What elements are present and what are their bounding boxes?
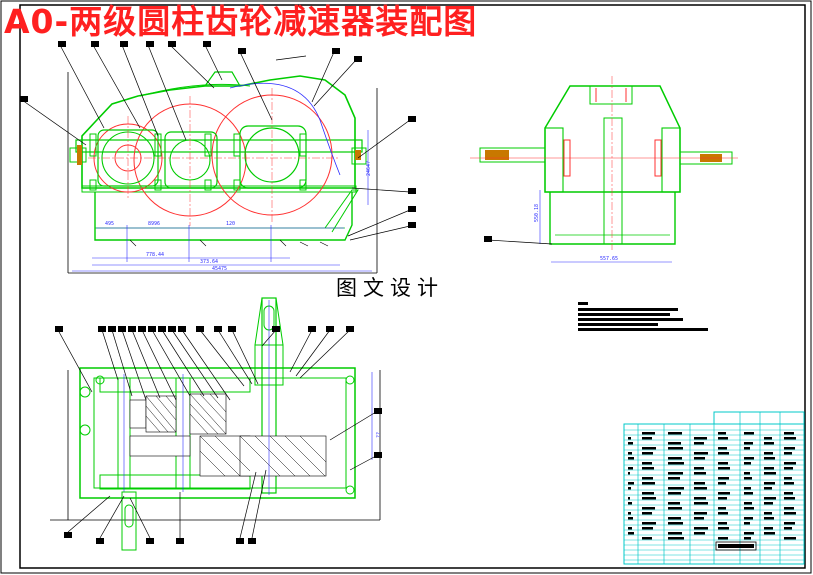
- drawing-frame-inner: [19, 4, 806, 569]
- dimension-label: 2464?: [366, 160, 372, 176]
- technical-notes-block: [578, 302, 708, 331]
- watermark-subtitle: 图文设计: [336, 276, 444, 300]
- reducer-top-section: [50, 297, 382, 551]
- dimension-label: 550.18: [534, 203, 540, 222]
- dimension-label: 778.44: [146, 252, 165, 258]
- reducer-side-view: [470, 76, 738, 263]
- parts-list-table: [623, 411, 805, 565]
- dimension-label: 120: [226, 221, 236, 227]
- dimension-label: 557.65: [600, 256, 619, 262]
- dimension-label: 45475: [212, 266, 228, 272]
- dimension-label: 373.64: [200, 259, 219, 265]
- dimension-label: 8996: [148, 221, 161, 227]
- dimension-label: ??: [376, 431, 382, 438]
- dimension-label: 495: [105, 221, 115, 227]
- reducer-front-view: [20, 41, 416, 274]
- page-title: A0-两级圆柱齿轮减速器装配图: [4, 2, 478, 41]
